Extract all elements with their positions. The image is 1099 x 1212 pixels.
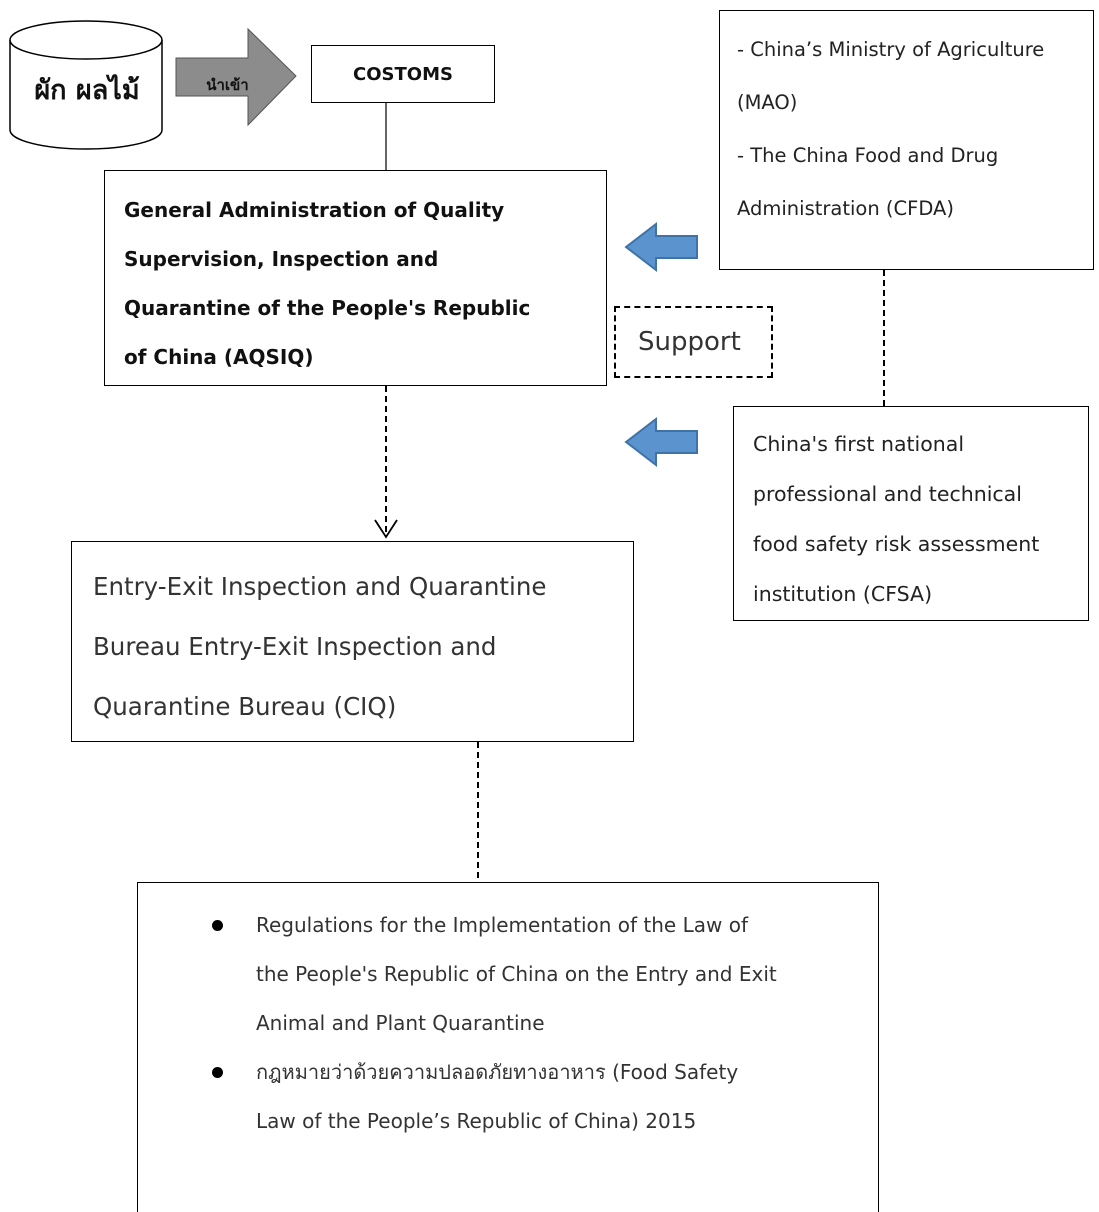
bullet-icon: [212, 1067, 223, 1078]
import-arrow-label: นำเข้า: [206, 76, 249, 94]
customs-label: COSTOMS: [353, 63, 453, 85]
aqsiq-line: Supervision, Inspection and: [124, 247, 439, 271]
support-label: Support: [638, 327, 741, 357]
cfsa-box: China's first national professional and …: [733, 406, 1089, 621]
aqsiq-line: of China (AQSIQ): [124, 345, 314, 369]
cfsa-line: food safety risk assessment: [753, 532, 1040, 556]
ciq-line: Quarantine Bureau (CIQ): [93, 692, 397, 721]
law-line: Law of the People’s Republic of China) 2…: [256, 1109, 697, 1133]
aqsiq-box: General Administration of Quality Superv…: [104, 170, 607, 386]
ciq-line: Entry-Exit Inspection and Quarantine: [93, 572, 547, 601]
law-line: the People's Republic of China on the En…: [256, 962, 777, 986]
cfsa-line: China's first national: [753, 432, 965, 456]
law-list-item: กฎหมายว่าด้วยความปลอดภัยทางอาหาร (Food S…: [138, 1048, 868, 1146]
ministry-line: Administration (CFDA): [737, 197, 954, 220]
aqsiq-line: General Administration of Quality: [124, 198, 505, 222]
laws-box: Regulations for the Implementation of th…: [137, 882, 879, 1212]
cfsa-line: institution (CFSA): [753, 582, 933, 606]
law-line: Animal and Plant Quarantine: [256, 1011, 545, 1035]
ciq-box: Entry-Exit Inspection and Quarantine Bur…: [71, 541, 634, 742]
support-box: Support: [614, 306, 773, 378]
aqsiq-line: Quarantine of the People's Republic: [124, 296, 531, 320]
ciq-line: Bureau Entry-Exit Inspection and: [93, 632, 497, 661]
ministry-line: - China’s Ministry of Agriculture: [737, 38, 1045, 61]
cfsa-line: professional and technical: [753, 482, 1022, 506]
customs-box: COSTOMS: [311, 45, 495, 103]
bullet-icon: [212, 920, 223, 931]
ministry-box: - China’s Ministry of Agriculture (MAO) …: [719, 10, 1094, 270]
down-arrowhead: [374, 519, 398, 539]
law-line: Regulations for the Implementation of th…: [256, 913, 748, 937]
blue-arrow-upper: [624, 221, 698, 273]
ministry-line: - The China Food and Drug: [737, 144, 999, 167]
cylinder-label: ผัก ผลไม้: [34, 75, 140, 106]
import-arrow-shape: [175, 27, 297, 127]
ministry-line: (MAO): [737, 91, 798, 114]
blue-arrow-lower: [624, 416, 698, 468]
law-list-item: Regulations for the Implementation of th…: [138, 901, 868, 1048]
cylinder-shape: [9, 20, 163, 150]
law-line: กฎหมายว่าด้วยความปลอดภัยทางอาหาร (Food S…: [256, 1060, 739, 1084]
